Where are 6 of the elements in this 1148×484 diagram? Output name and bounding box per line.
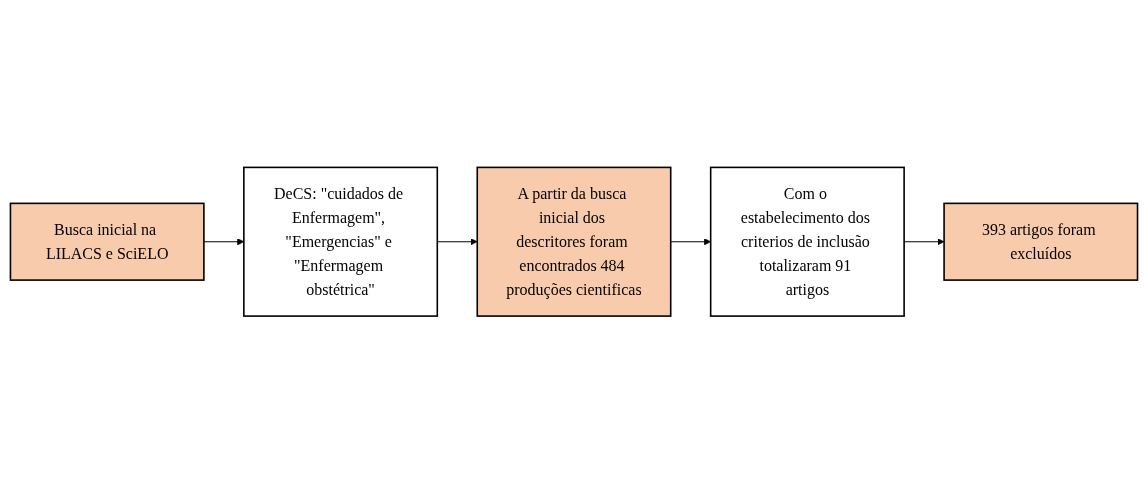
arrow [670,238,711,246]
node-box: Busca inicial na LILACS e SciELO [9,202,205,282]
node-box: DeCS: "cuidados de Enfermagem", "Emergencias" e "Enfermagem obstétrica" [243,166,439,318]
node-box: A partir da busca inicial dos descritores foram encontrados 484 produções cientificas [476,166,672,318]
node-box: Com o estabelecimento dos criterios de inclusão totalizaram 91 artigos [709,166,905,318]
node-box: 393 artigos foram excluídos [943,202,1139,282]
